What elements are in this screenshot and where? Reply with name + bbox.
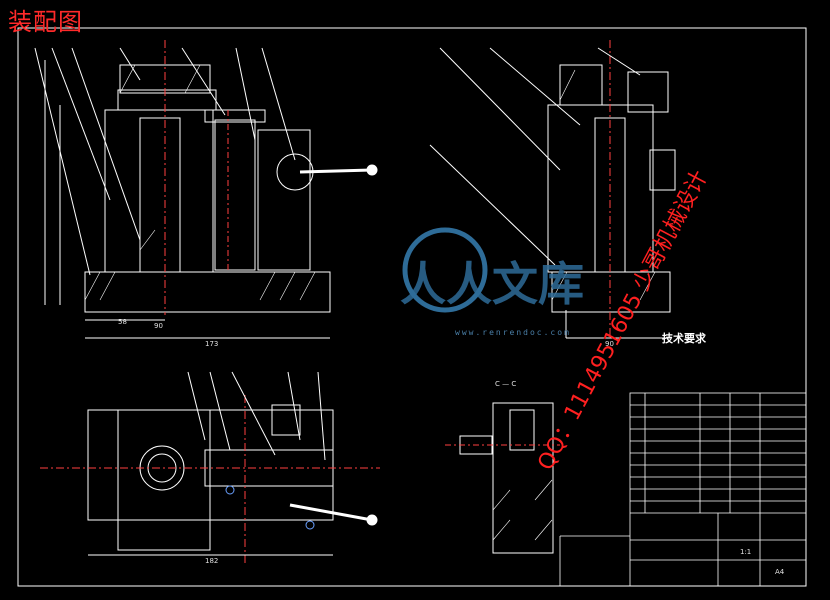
- watermark-logo: [402, 227, 488, 313]
- watermark-url: www.renrendoc.com: [455, 328, 571, 337]
- title-block: [559, 392, 807, 587]
- watermark-text: 人人文库: [400, 257, 584, 311]
- dim-label: 58: [118, 318, 127, 326]
- section-view: [445, 402, 560, 554]
- dim-label: 90: [154, 322, 163, 330]
- top-view: [40, 371, 380, 565]
- section-label: C — C: [495, 380, 517, 388]
- base-plate: [84, 271, 331, 313]
- drawing-frame: [17, 27, 807, 587]
- drawing-title: 装配图: [8, 8, 83, 36]
- tech-requirements-title: 技术要求: [662, 332, 706, 345]
- dim-label: 182: [205, 557, 219, 565]
- dim-label: 90: [605, 340, 614, 348]
- side-view: [429, 40, 676, 339]
- dim-label: 173: [205, 340, 219, 348]
- sheet-label: A4: [775, 568, 785, 576]
- scale-label: 1:1: [740, 548, 752, 556]
- front-view: [34, 40, 378, 339]
